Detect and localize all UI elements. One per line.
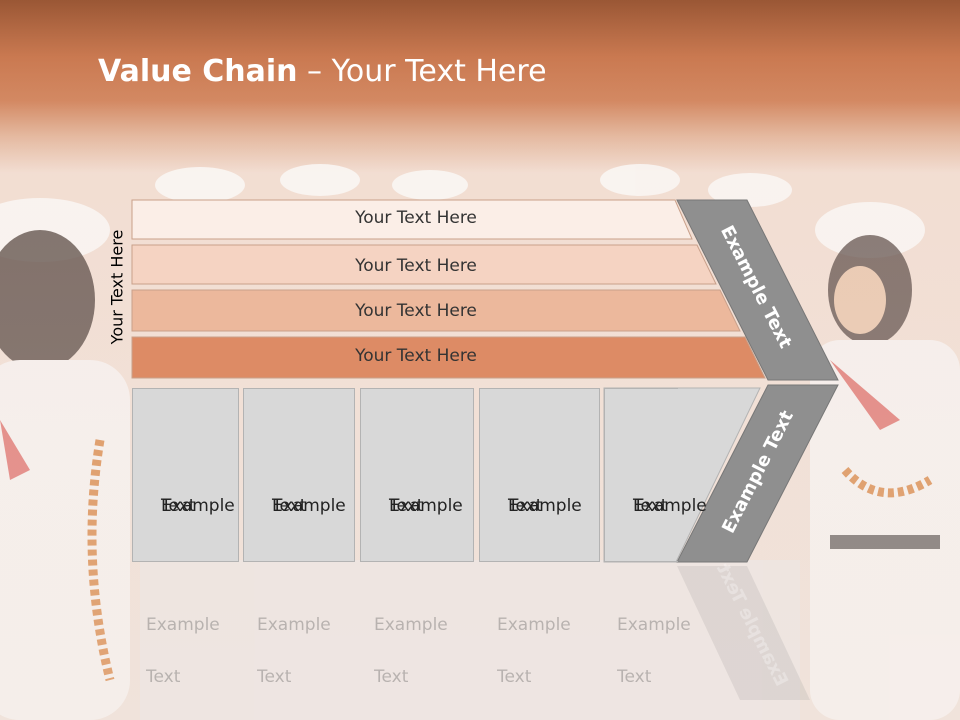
box-2-line1: Example [272, 496, 346, 516]
box-reflection-2: Text Example [257, 564, 352, 714]
row-shape-2 [131, 244, 717, 285]
box-reflection-1: Text Example [146, 564, 241, 714]
row-shape-4 [131, 336, 766, 379]
chevron-reflection [677, 566, 810, 700]
box-5-line2: Text [633, 496, 668, 516]
refl-5-line1: Example [617, 615, 691, 635]
box-reflection-4: Text Example [497, 564, 592, 714]
refl-4-line2: Text [497, 667, 532, 687]
box-1-line2: Text [161, 496, 196, 516]
refl-3-line2: Text [374, 667, 409, 687]
row-label-3: Your Text Here [355, 301, 477, 321]
refl-3-line1: Example [374, 615, 448, 635]
row-label-2: Your Text Here [355, 256, 477, 276]
slide-title: Value Chain – Your Text Here [98, 54, 547, 89]
row-label-1: Your Text Here [355, 208, 477, 228]
box-1-line1: Example [161, 496, 235, 516]
row-shape-3 [131, 289, 741, 332]
refl-1-line2: Text [146, 667, 181, 687]
box-reflection-3: Text Example [374, 564, 469, 714]
chevron-upper [676, 199, 839, 381]
box-3-line2: Text [389, 496, 424, 516]
box-3-line1: Example [389, 496, 463, 516]
chevron-lower [676, 384, 839, 563]
refl-1-line1: Example [146, 615, 220, 635]
refl-2-line2: Text [257, 667, 292, 687]
box-2-line2: Text [272, 496, 307, 516]
title-bold: Value Chain [98, 54, 298, 89]
refl-5-line2: Text [617, 667, 652, 687]
box-4-line1: Example [508, 496, 582, 516]
box-4-line2: Text [508, 496, 543, 516]
row-label-4: Your Text Here [355, 346, 477, 366]
refl-2-line1: Example [257, 615, 331, 635]
box-5-line1: Example [633, 496, 707, 516]
row-shape-1 [131, 199, 693, 240]
title-rest: – Your Text Here [297, 54, 547, 89]
box-reflection-5: Text Example [617, 564, 712, 714]
refl-4-line1: Example [497, 615, 571, 635]
